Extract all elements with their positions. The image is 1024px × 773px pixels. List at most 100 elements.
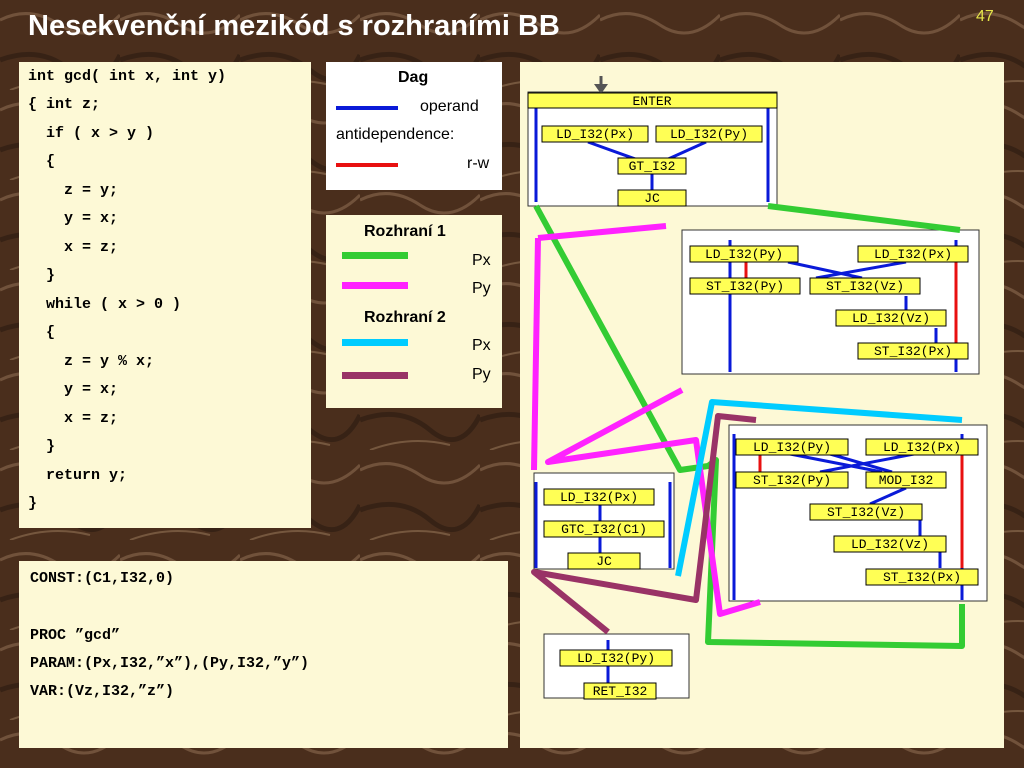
node-b4-st-px: ST_I32(Px) xyxy=(865,568,979,586)
node-b4-mod: MOD_I32 xyxy=(865,471,947,489)
interface2-py-swatch xyxy=(342,372,408,379)
node-b3-jc: JC xyxy=(567,552,641,570)
node-label: MOD_I32 xyxy=(879,473,934,488)
code-line: int gcd( int x, int y) xyxy=(28,68,227,85)
node-label: LD_I32(Px) xyxy=(883,440,961,455)
node-b1-ld-px: LD_I32(Px) xyxy=(541,125,649,143)
node-label: LD_I32(Px) xyxy=(556,127,634,142)
code-line: { xyxy=(28,324,56,341)
rw-label: r-w xyxy=(467,155,490,172)
dag-legend: Dag operand antidependence: r-w xyxy=(326,62,502,190)
slide-title: Nesekvenční mezikód s rozhraními BB xyxy=(28,10,560,42)
node-label: LD_I32(Py) xyxy=(670,127,748,142)
operand-edge xyxy=(787,260,863,280)
node-b4-ld-vz: LD_I32(Vz) xyxy=(833,535,947,553)
code-line: { int z; xyxy=(28,96,101,113)
interface1-px-swatch xyxy=(342,252,408,259)
decl-line: PROC ”gcd” xyxy=(30,627,121,644)
node-label: LD_I32(Py) xyxy=(577,651,655,666)
node-b2-st-vz: ST_I32(Vz) xyxy=(809,277,921,295)
interface1-py-swatch xyxy=(342,282,408,289)
operand-line-swatch xyxy=(336,106,398,110)
node-label: ST_I32(Py) xyxy=(706,279,784,294)
antidependence-label: antidependence: xyxy=(336,126,455,143)
node-label: LD_I32(Py) xyxy=(705,247,783,262)
interface1-px-path xyxy=(533,204,965,649)
interface2-px-label: Px xyxy=(472,337,491,354)
code-line: if ( x > y ) xyxy=(28,125,155,142)
node-b1-jc: JC xyxy=(617,189,687,207)
node-label: ST_I32(Px) xyxy=(874,344,952,359)
node-b4-ld-py: LD_I32(Py) xyxy=(735,438,849,456)
interface2-py-path xyxy=(531,413,757,635)
node-b5-ret: RET_I32 xyxy=(583,682,657,700)
interface1-title: Rozhraní 1 xyxy=(364,223,446,240)
node-label: LD_I32(Py) xyxy=(753,440,831,455)
interface1-px-path xyxy=(767,203,961,233)
node-b2-st-px: ST_I32(Px) xyxy=(857,342,969,360)
interface2-px-path xyxy=(675,399,963,577)
interface1-px-label: Px xyxy=(472,252,491,269)
interface2-title: Rozhraní 2 xyxy=(364,309,446,326)
node-label: ST_I32(Px) xyxy=(883,570,961,585)
node-b4-ld-px: LD_I32(Px) xyxy=(865,438,979,456)
node-b3-gtc: GTC_I32(C1) xyxy=(543,520,665,538)
code-line: { xyxy=(28,153,56,170)
node-label: LD_I32(Px) xyxy=(874,247,952,262)
declarations-panel: CONST:(C1,I32,0) PROC ”gcd” PARAM:(Px,I3… xyxy=(19,561,508,748)
operand-label: operand xyxy=(420,98,479,115)
node-b2-ld-py: LD_I32(Py) xyxy=(689,245,799,263)
operand-edge xyxy=(587,140,639,162)
interface1-py-path xyxy=(531,237,541,471)
node-label: RET_I32 xyxy=(593,684,648,699)
interface-legend: Rozhraní 1 Px Py Rozhraní 2 Px Py xyxy=(326,215,502,408)
code-line: } xyxy=(28,438,56,455)
node-label: JC xyxy=(644,191,660,206)
operand-edge xyxy=(819,452,915,474)
code-line: x = z; xyxy=(28,239,119,256)
node-label: JC xyxy=(596,554,612,569)
node-b1-gt: GT_I32 xyxy=(617,157,687,175)
node-label: GTC_I32(C1) xyxy=(561,522,647,537)
code-line: z = y; xyxy=(28,182,119,199)
node-label: LD_I32(Px) xyxy=(560,490,638,505)
operand-edge xyxy=(869,486,907,506)
node-enter: ENTER xyxy=(527,92,778,109)
code-line: return y; xyxy=(28,467,128,484)
operand-edge xyxy=(665,140,707,162)
code-line: while ( x > 0 ) xyxy=(28,296,182,313)
node-b2-st-py: ST_I32(Py) xyxy=(689,277,801,295)
interface2-px-swatch xyxy=(342,339,408,346)
node-label: ST_I32(Vz) xyxy=(827,505,905,520)
decl-line: PARAM:(Px,I32,”x”),(Py,I32,”y”) xyxy=(30,655,310,672)
interface1-py-path xyxy=(545,387,761,617)
bb-diagram: ENTER LD_I32(Px) LD_I32(Py) GT_I32 JC LD… xyxy=(527,76,988,700)
interface1-py-path xyxy=(537,223,667,241)
dag-legend-title: Dag xyxy=(398,69,429,86)
operand-edge xyxy=(829,452,893,474)
code-line: } xyxy=(28,267,56,284)
decl-line: CONST:(C1,I32,0) xyxy=(30,570,175,587)
node-label: ST_I32(Vz) xyxy=(826,279,904,294)
interface1-py-label: Py xyxy=(472,280,491,297)
node-b3-ld-px: LD_I32(Px) xyxy=(543,488,655,506)
node-label: LD_I32(Vz) xyxy=(852,311,930,326)
node-enter-label: ENTER xyxy=(632,94,671,109)
code-line: y = x; xyxy=(28,210,119,227)
node-b1-ld-py: LD_I32(Py) xyxy=(655,125,763,143)
entry-arrow-icon xyxy=(594,76,608,94)
code-line: y = x; xyxy=(28,381,119,398)
code-line: x = z; xyxy=(28,410,119,427)
node-label: LD_I32(Vz) xyxy=(851,537,929,552)
operand-edge xyxy=(815,260,907,280)
node-label: GT_I32 xyxy=(629,159,676,174)
code-line: } xyxy=(28,495,38,512)
node-b4-st-vz: ST_I32(Vz) xyxy=(809,503,923,521)
node-b5-ld-py: LD_I32(Py) xyxy=(559,649,673,667)
decl-line: VAR:(Vz,I32,”z”) xyxy=(30,683,175,700)
interface2-py-label: Py xyxy=(472,366,491,383)
page-number: 47 xyxy=(976,8,994,25)
source-code-panel: int gcd( int x, int y) { int z; if ( x >… xyxy=(19,62,311,528)
operand-edge xyxy=(789,452,883,474)
node-b2-ld-px: LD_I32(Px) xyxy=(857,245,969,263)
